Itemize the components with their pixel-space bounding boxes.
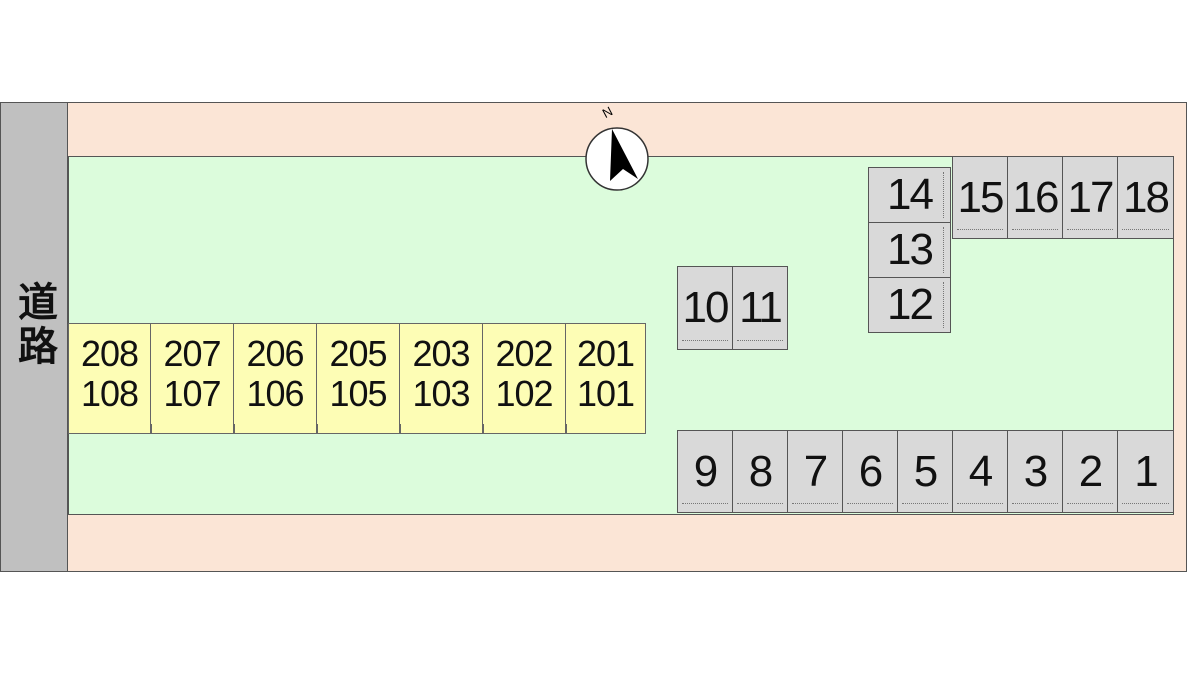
- unit-upper-number: 207: [163, 333, 221, 374]
- parking-space-18: 18: [1117, 156, 1174, 239]
- parking-space-9: 9: [677, 430, 733, 513]
- parking-space-1: 1: [1117, 430, 1174, 513]
- unit-lower-number: 108: [80, 373, 139, 414]
- unit-balcony: [483, 424, 566, 434]
- parking-space-7: 7: [787, 430, 843, 513]
- parking-space-15: 15: [952, 156, 1008, 239]
- parking-space-3: 3: [1007, 430, 1063, 513]
- unit-balcony: [400, 424, 483, 434]
- parking-space-2: 2: [1062, 430, 1118, 513]
- unit-lower-number: 107: [163, 373, 221, 414]
- unit-upper-number: 205: [329, 333, 387, 374]
- parking-space-4: 4: [952, 430, 1008, 513]
- unit-balcony: [566, 424, 646, 434]
- unit-balcony: [317, 424, 400, 434]
- parking-space-17: 17: [1062, 156, 1118, 239]
- parking-space-8: 8: [732, 430, 788, 513]
- unit-upper-number: 208: [80, 333, 139, 374]
- unit-upper-number: 206: [246, 333, 304, 374]
- unit-balcony: [234, 424, 317, 434]
- parking-space-10: 10: [677, 266, 733, 350]
- parking-space-13: 13: [868, 222, 951, 278]
- compass-north-label: N: [600, 103, 615, 121]
- unit-lower-number: 102: [495, 373, 553, 414]
- road: [0, 102, 68, 572]
- north-compass-icon: N: [585, 103, 649, 191]
- unit-balcony: [151, 424, 234, 434]
- parking-space-5: 5: [897, 430, 953, 513]
- unit-upper-number: 202: [495, 333, 553, 374]
- parking-space-12: 12: [868, 277, 951, 333]
- unit-upper-number: 203: [412, 333, 470, 374]
- parking-space-11: 11: [732, 266, 788, 350]
- unit-lower-number: 101: [576, 373, 635, 414]
- parking-space-14: 14: [868, 167, 951, 223]
- unit-upper-number: 201: [576, 333, 635, 374]
- unit-lower-number: 106: [246, 373, 304, 414]
- parking-space-16: 16: [1007, 156, 1063, 239]
- parking-space-6: 6: [842, 430, 898, 513]
- road-label: 道路: [11, 281, 57, 369]
- unit-lower-number: 103: [412, 373, 470, 414]
- unit-balcony: [68, 424, 151, 434]
- unit-lower-number: 105: [329, 373, 387, 414]
